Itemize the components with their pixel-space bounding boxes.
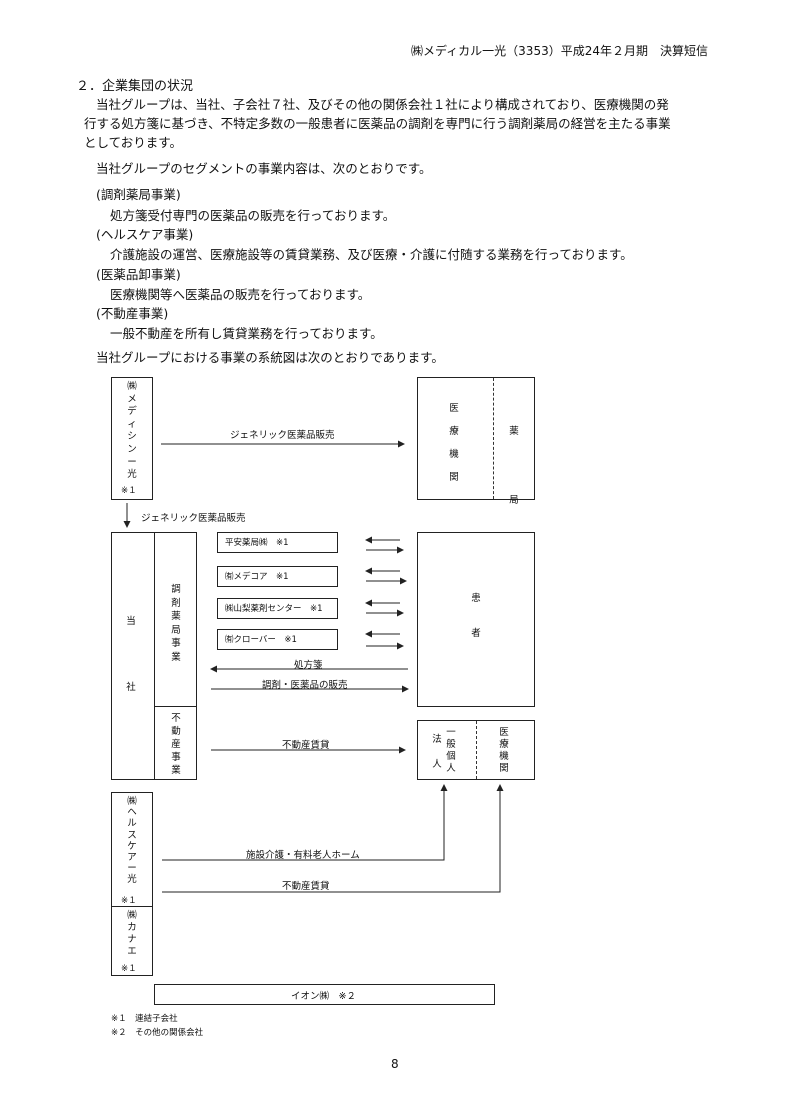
medicine-ikko-note: ※１	[121, 486, 137, 496]
arrow-care-facility	[162, 784, 448, 861]
segment-name: (医薬品卸事業)	[96, 267, 181, 282]
medicine-ikko-box	[111, 377, 153, 500]
chozai-segment-label: 調 剤 薬 局 事 業	[171, 584, 181, 663]
sub-box-medecoa	[217, 566, 338, 587]
segment-divider	[154, 706, 196, 707]
tousha-divider	[154, 533, 155, 779]
ippan-kojin-label: 一 般 個 人	[446, 727, 456, 774]
fudosan-segment-label: 不 動 産 事 業	[171, 713, 181, 776]
iryo-kikan-2-label: 医 療 機 関	[499, 727, 509, 774]
prescription-label: 処方箋	[294, 660, 323, 671]
intro-line-2: 行する処方箋に基づき、不特定多数の一般患者に医薬品の調剤を専門に行う調剤薬局の経…	[84, 116, 671, 131]
segments-intro: 当社グループのセグメントの事業内容は、次のとおりです。	[96, 161, 432, 176]
generic-sale-label-1: ジェネリック医薬品販売	[230, 430, 335, 441]
segment-desc: 介護施設の運営、医療施設等の賃貸業務、及び医療・介護に付随する業務を行っておりま…	[110, 247, 633, 262]
sub-box-heian	[217, 532, 338, 553]
care-facility-label: 施設介護・有料老人ホーム	[246, 850, 360, 861]
yakkyoku-label: 薬 局	[509, 426, 519, 506]
dashed-divider	[493, 378, 494, 499]
segment-desc: 医療機関等へ医薬品の販売を行っております。	[110, 287, 371, 302]
patient-label: 患 者	[471, 593, 481, 639]
segment-desc: 処方箋受付専門の医薬品の販売を行っております。	[110, 208, 396, 223]
fudosan-rental-label-1: 不動産賃貸	[282, 740, 330, 751]
footnote-1: ※１ 連結子会社	[111, 1014, 178, 1024]
general-corp-medical-box	[417, 720, 535, 780]
segment-name: (不動産事業)	[96, 306, 169, 321]
tousha-label: 当 社	[126, 616, 136, 693]
document-header: ㈱メディカル一光（3353）平成24年２月期 決算短信	[411, 44, 708, 58]
medicine-ikko-label: ㈱ メ デ ィ シ ン ー 光	[127, 381, 137, 481]
sub-box-yamanashi	[217, 598, 338, 619]
iryo-kikan-label: 医 療 機 関	[449, 403, 459, 483]
intro-line-3: としております。	[84, 135, 183, 150]
chozai-sale-label: 調剤・医薬品の販売	[262, 680, 348, 691]
segment-desc: 一般不動産を所有し賃貸業務を行っております。	[110, 326, 383, 341]
generic-sale-label-2: ジェネリック医薬品販売	[141, 513, 246, 524]
patient-box	[417, 532, 535, 707]
diagram-intro: 当社グループにおける事業の系統図は次のとおりであります。	[96, 350, 444, 365]
page-number: 8	[391, 1057, 399, 1071]
houjin-label: 法 人	[432, 734, 442, 770]
arrow-fudosan-rental-2	[162, 784, 504, 893]
kanae-box	[111, 906, 153, 976]
sub-box-clover	[217, 629, 338, 650]
sub-label: 平安薬局㈱ ※1	[225, 538, 289, 548]
healthcare-ikko-note: ※１	[121, 896, 137, 906]
medical-institution-pharmacy-box	[417, 377, 535, 500]
kanae-note: ※１	[121, 964, 137, 974]
section-title: ２．企業集団の状況	[76, 79, 194, 94]
tousha-box	[111, 532, 197, 780]
healthcare-ikko-label: ㈱ ヘ ル ス ケ ア ー 光	[127, 796, 137, 886]
aeon-label: イオン㈱ ※２	[291, 991, 356, 1002]
segment-name: (ヘルスケア事業)	[96, 227, 194, 242]
footnote-2: ※２ その他の関係会社	[111, 1028, 204, 1038]
intro-line-1: 当社グループは、当社、子会社７社、及びその他の関係会社１社により構成されており、…	[96, 97, 669, 112]
segment-name: (調剤薬局事業)	[96, 187, 181, 202]
kanae-label: ㈱ カ ナ エ	[127, 910, 137, 957]
dashed-divider-2	[476, 721, 477, 779]
fudosan-rental-label-2: 不動産賃貸	[282, 881, 330, 892]
sub-label: ㈲クローバー ※1	[225, 635, 297, 645]
sub-label: ㈲メデコア ※1	[225, 572, 289, 582]
sub-label: ㈱山梨薬剤センター ※1	[225, 604, 323, 614]
aeon-box	[154, 984, 495, 1005]
